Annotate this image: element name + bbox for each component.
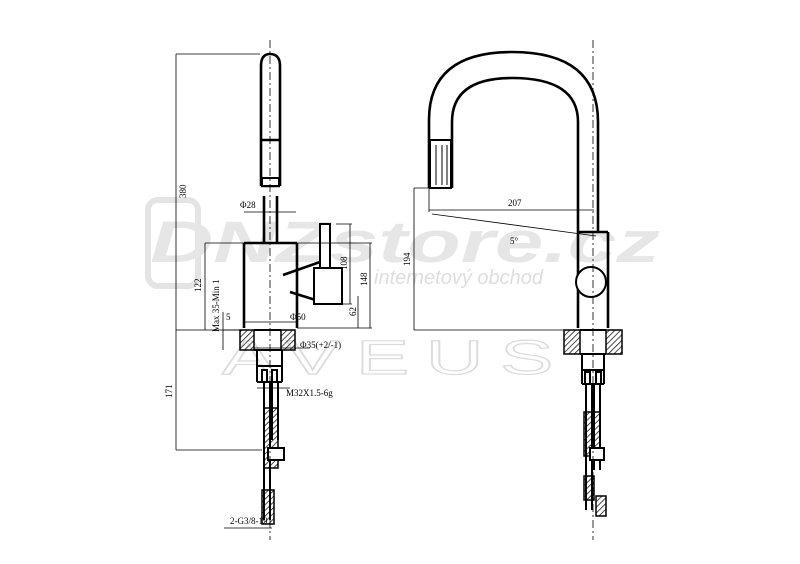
dim-handle-offset: 148 — [359, 272, 369, 286]
dim-mount-thickness: Max 35-Min 1 — [211, 280, 221, 333]
dim-spout-height: 194 — [402, 252, 412, 266]
dim-line-108 — [336, 223, 352, 305]
watermark: DNZstore.cz internetový obchod AVEUS — [145, 197, 660, 386]
dim-hose-length: 171 — [164, 385, 174, 399]
dim-handle-height: 108 — [339, 256, 349, 270]
body-tube — [262, 196, 279, 243]
dim-line-122 — [204, 242, 244, 330]
dim-spout-diameter: Φ28 — [240, 200, 256, 210]
dim-thread: M32X1.5-6g — [286, 388, 333, 398]
shank — [256, 350, 283, 383]
aerator — [261, 177, 280, 187]
dim-hole-diameter: Φ35(+2/-1) — [300, 340, 341, 350]
side-view: 380 Φ28 122 Max 35-Min 1 5 Φ50 Φ35(+2/-1… — [164, 40, 372, 540]
spout-upper — [259, 52, 282, 140]
hose-end — [261, 489, 275, 525]
spout-lower — [259, 138, 282, 188]
dim-line-194 — [413, 187, 564, 331]
mount-right — [280, 329, 296, 351]
front-view: 207 5° 194 — [402, 40, 623, 540]
spout-arch-inner — [450, 76, 580, 232]
dim-handle-base: 62 — [348, 307, 358, 316]
front-mount-left — [563, 329, 581, 355]
dim-hose-connector: 2-G3/8-19 — [230, 516, 268, 526]
dim-body-diameter: Φ50 — [290, 312, 306, 322]
hose-fitting — [267, 447, 285, 461]
body — [242, 241, 299, 328]
watermark-badge — [145, 197, 201, 289]
watermark-tagline: internetový obchod — [374, 267, 544, 289]
dim-line-171 — [175, 330, 262, 451]
angle-line — [431, 213, 597, 237]
watermark-logo: DNZstore.cz — [150, 210, 660, 275]
dim-line-148 — [297, 242, 372, 329]
pull-out-head — [429, 139, 452, 189]
dim-gap: 5 — [226, 312, 231, 322]
front-handle — [575, 266, 607, 298]
dim-line-207 — [428, 188, 594, 212]
dim-angle: 5° — [510, 236, 519, 246]
dim-total-height: 380 — [178, 184, 188, 198]
handle-knob — [313, 267, 343, 305]
mount-left — [239, 329, 255, 351]
handle-stem — [319, 223, 331, 269]
front-mount-right — [605, 329, 623, 355]
dim-body-height: 122 — [193, 279, 203, 293]
dim-reach: 207 — [508, 198, 522, 208]
